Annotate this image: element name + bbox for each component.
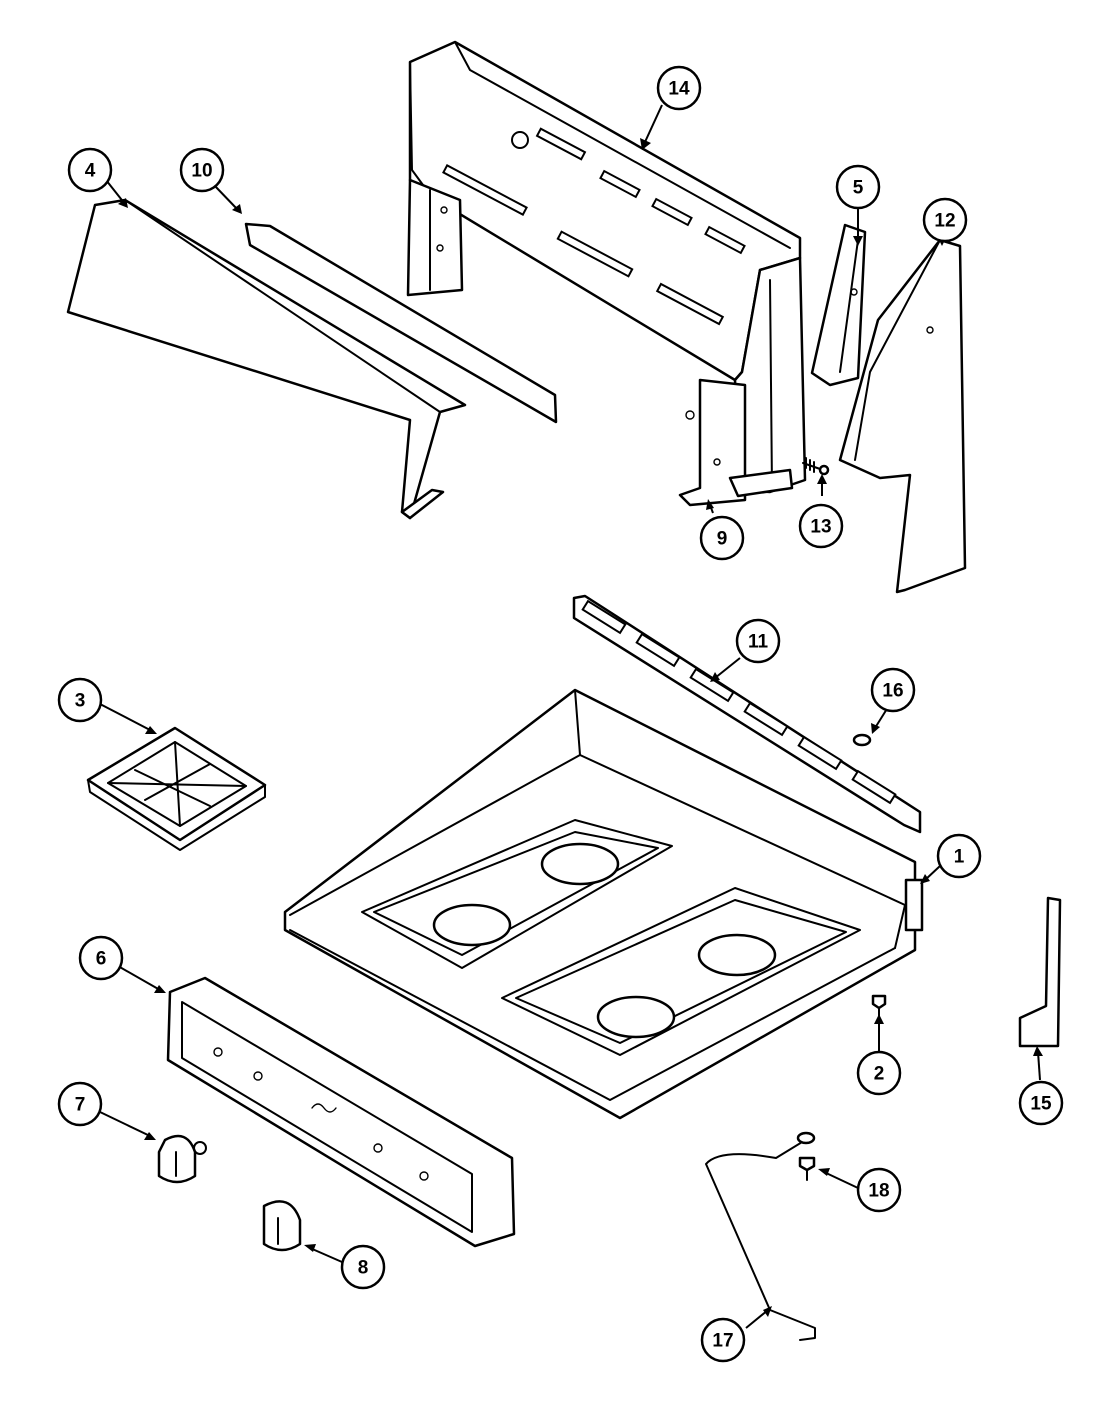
callout-circle [870, 667, 916, 713]
callout-circle [57, 1081, 103, 1127]
callout-13: 13 [798, 503, 844, 549]
callout-circle [735, 618, 781, 664]
callout-4: 4 [67, 147, 113, 193]
callout-number: 3 [75, 691, 86, 712]
callout-2: 2 [856, 1050, 902, 1096]
part-trim-strip [244, 222, 558, 424]
part-screw-2 [871, 994, 887, 1017]
callout-6: 6 [78, 935, 124, 981]
part-burner-grate [86, 726, 267, 851]
callout-number: 18 [868, 1181, 889, 1202]
callout-5: 5 [835, 164, 881, 210]
part-vent-trim [572, 594, 922, 834]
callout-18: 18 [856, 1167, 902, 1213]
callout-circle [1018, 1080, 1064, 1126]
callout-number: 8 [358, 1258, 369, 1279]
part-side-bracket [810, 223, 867, 387]
part-side-trim [1018, 896, 1062, 1048]
callout-number: 12 [934, 211, 955, 232]
callout-10: 10 [179, 147, 225, 193]
callout-3: 3 [57, 677, 103, 723]
callout-number: 14 [668, 79, 690, 100]
part-knob-7 [157, 1134, 207, 1184]
callout-14: 14 [656, 65, 702, 111]
callout-number: 13 [810, 517, 831, 538]
callout-number: 7 [75, 1095, 86, 1116]
part-end-cap [838, 238, 967, 594]
part-wire [705, 1131, 816, 1341]
part-screw-18 [798, 1156, 816, 1181]
part-screw-13 [802, 457, 830, 476]
part-backguard-frame [406, 40, 807, 507]
callout-7: 7 [57, 1081, 103, 1127]
callout-number: 16 [882, 681, 903, 702]
callout-circle [340, 1244, 386, 1290]
part-grommet [852, 733, 872, 747]
leader-lines [99, 104, 1043, 1329]
callout-11: 11 [735, 618, 781, 664]
callout-number: 4 [85, 161, 96, 182]
callout-15: 15 [1018, 1080, 1064, 1126]
callout-circle [835, 164, 881, 210]
callout-1: 1 [936, 833, 982, 879]
callout-16: 16 [870, 667, 916, 713]
callout-circle [856, 1167, 902, 1213]
callout-number: 10 [191, 161, 212, 182]
callout-circle [656, 65, 702, 111]
callout-9: 9 [699, 515, 745, 561]
callout-number: 9 [717, 529, 728, 550]
callout-circle [922, 197, 968, 243]
part-control-panel-cover [66, 198, 467, 520]
callout-number: 5 [853, 178, 864, 199]
callout-circle [67, 147, 113, 193]
part-knob-8 [262, 1200, 302, 1252]
callout-number: 15 [1030, 1094, 1052, 1115]
part-control-panel [166, 976, 516, 1248]
callout-17: 17 [700, 1317, 746, 1363]
callout-12: 12 [922, 197, 968, 243]
callout-number: 17 [712, 1331, 733, 1352]
callout-circle [856, 1050, 902, 1096]
callout-number: 11 [748, 632, 769, 653]
callout-circle [798, 503, 844, 549]
callout-circle [179, 147, 225, 193]
callout-circle [78, 935, 124, 981]
callout-circle [936, 833, 982, 879]
callout-number: 6 [96, 949, 107, 970]
callout-number: 2 [874, 1064, 885, 1085]
callout-circle [699, 515, 745, 561]
callout-circle [57, 677, 103, 723]
callout-circle [700, 1317, 746, 1363]
callout-8: 8 [340, 1244, 386, 1290]
callout-number: 1 [954, 847, 965, 868]
part-cooktop [283, 688, 924, 1120]
